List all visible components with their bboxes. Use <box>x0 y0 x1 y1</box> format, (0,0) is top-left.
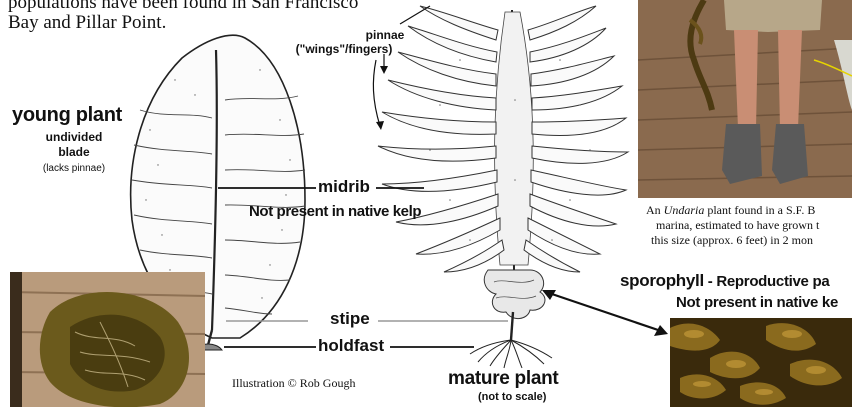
mature-plant-title: mature plant <box>448 368 558 390</box>
undaria-found-photo <box>638 0 852 198</box>
photo-caption-line2: marina, estimated to have grown t <box>656 218 819 233</box>
holdfast-title: holdfast <box>318 336 384 356</box>
pinnae-arrow-2 <box>373 60 380 126</box>
pinnae-arrow-3 <box>400 6 430 24</box>
young-plant-photo <box>10 272 205 407</box>
sporophyll-note: Not present in native ke <box>676 294 838 311</box>
mature-plant-subtitle: (not to scale) <box>478 391 546 403</box>
photo-caption-line1: An Undaria plant found in a S.F. B <box>646 203 815 218</box>
midrib-title: midrib <box>318 177 370 197</box>
sporophyll-title-line: sporophyll - Reproductive pa <box>620 271 829 291</box>
photo-caption-line3: this size (approx. 6 feet) in 2 mon <box>651 233 813 248</box>
midrib-note: Not present in native kelp <box>249 203 421 220</box>
illustration-credit: Illustration © Rob Gough <box>232 376 355 391</box>
sporophyll-photo <box>670 318 852 407</box>
stipe-title: stipe <box>330 309 370 329</box>
sporophyll-title: sporophyll <box>620 271 704 290</box>
sporophyll-desc: Reproductive pa <box>716 273 829 290</box>
sporophyll-arrow <box>546 292 664 332</box>
